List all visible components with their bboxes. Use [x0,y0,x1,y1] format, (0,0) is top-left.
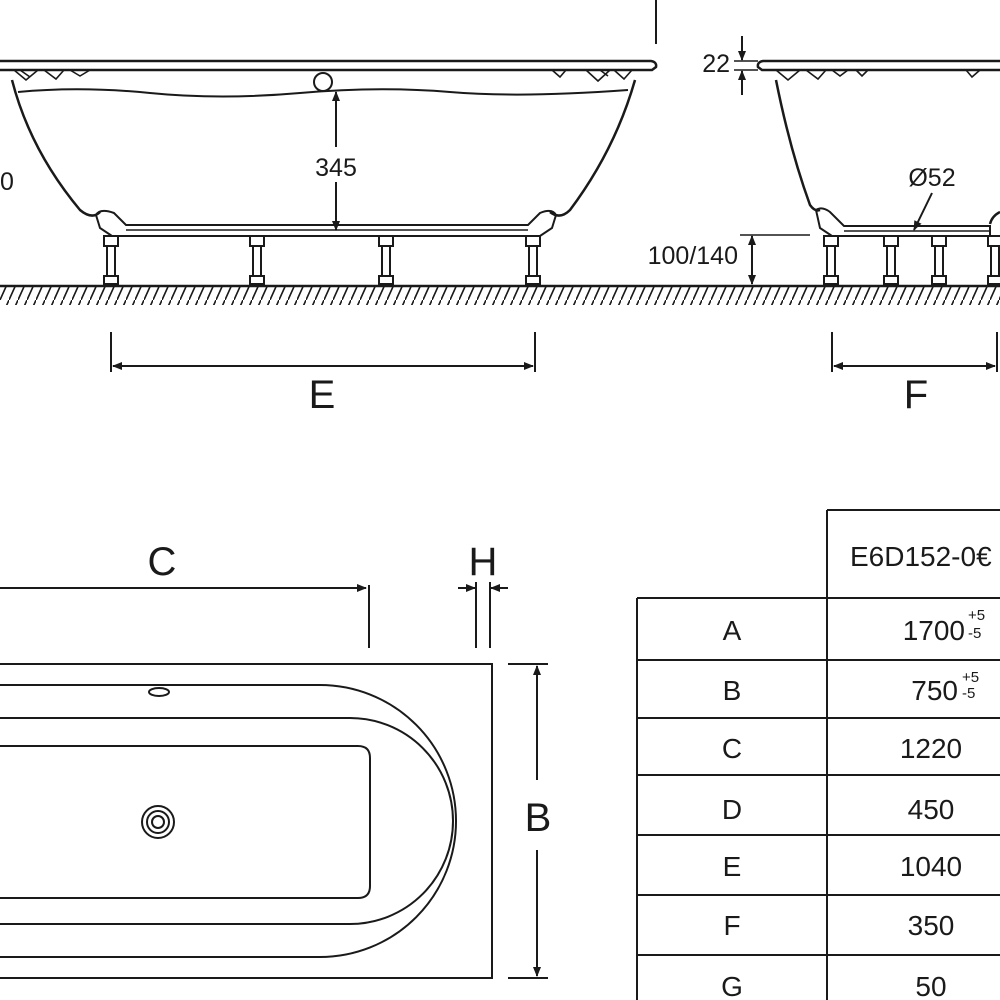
table-row-f: F 350 [723,910,954,941]
table-row-b: B 750 +5 -5 [723,669,979,706]
leg-label: 100/140 [648,242,738,270]
table-row-a: A 1700 +5 -5 [723,607,985,646]
leg-dimension: 100/140 [648,234,810,285]
spec-table: E6D152-0€ A 1700 +5 -5 B 750 +5 -5 C 122… [636,509,1000,1000]
drain-label: Ø52 [908,164,955,192]
row-value: 750 [911,675,958,706]
row-value: 50 [915,971,946,1000]
height-label: 345 [315,154,357,182]
row-value: 350 [908,910,955,941]
drain-callout: Ø52 [908,164,956,231]
tolerance-minus: -5 [968,625,981,642]
table-row-d: D 450 [722,794,954,825]
dimension-h: H [458,540,508,648]
rim-label: 22 [702,50,730,78]
end-elevation [756,59,1000,285]
dimension-f-letter: F [904,373,928,417]
dimension-e-letter: E [309,373,336,417]
row-key: C [722,733,742,764]
model-header: E6D152-0€ [850,541,992,572]
tolerance-minus: -5 [962,685,975,702]
dimension-c-letter: C [148,540,177,584]
table-row-c: C 1220 [722,733,962,764]
row-value: 450 [908,794,955,825]
cut-off-label: 0 [0,168,14,196]
dimension-b-letter: B [525,796,552,840]
rim-dimension: 22 [702,36,758,95]
row-key: D [722,794,742,825]
dimension-f: F [831,332,998,417]
row-key: E [723,851,742,882]
dimension-e: E [110,332,536,417]
plan-view [0,663,493,979]
dimension-h-letter: H [469,540,498,584]
dimension-c: C [0,540,370,648]
floor [0,284,1000,305]
height-dimension: 345 [315,91,357,231]
table-row-g: G 50 [721,971,946,1000]
table-row-e: E 1040 [723,851,962,882]
row-value: 1700 [903,615,965,646]
row-key: A [723,615,742,646]
row-key: F [723,910,740,941]
row-key: B [723,675,742,706]
row-value: 1040 [900,851,962,882]
tolerance-plus: +5 [968,607,985,624]
row-value: 1220 [900,733,962,764]
tolerance-plus: +5 [962,669,979,686]
dimension-b: B [508,663,552,979]
long-side-elevation [0,0,658,285]
row-key: G [721,971,743,1000]
